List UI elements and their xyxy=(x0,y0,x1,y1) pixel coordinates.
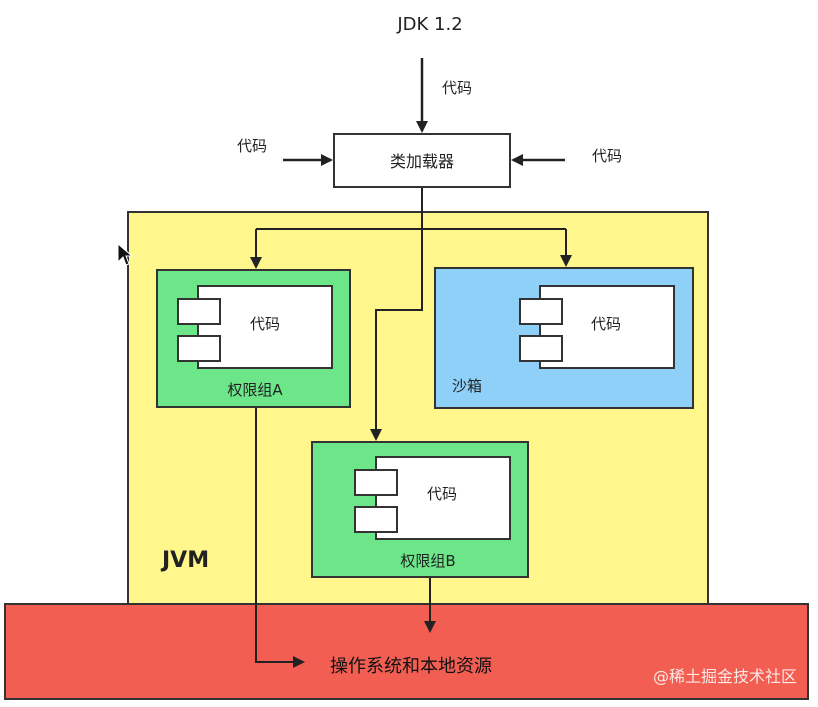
group-a-code-label: 代码 xyxy=(250,315,280,333)
group-b-code-tab-top xyxy=(354,469,398,496)
group-b-code-label: 代码 xyxy=(427,485,457,503)
sandbox-code-label: 代码 xyxy=(591,315,621,333)
watermark: @稀土掘金技术社区 xyxy=(653,667,797,686)
sandbox-code-tab-bottom xyxy=(519,335,563,362)
os-resources-area xyxy=(4,603,809,700)
arrow-to-group-b xyxy=(370,229,423,441)
right-code-label: 代码 xyxy=(592,147,622,165)
sandbox-code-tab-top xyxy=(519,298,563,325)
top-code-label: 代码 xyxy=(442,79,472,97)
group-a-label: 权限组A xyxy=(227,381,283,399)
group-b-label: 权限组B xyxy=(400,552,455,570)
group-b-code-box xyxy=(375,456,511,540)
jvm-label: JVM xyxy=(160,548,209,573)
top-label: JDK 1.2 xyxy=(396,14,462,35)
mouse-cursor-icon xyxy=(117,242,134,266)
class-loader-label: 类加载器 xyxy=(390,152,454,171)
group-a-code-tab-bottom xyxy=(177,335,221,362)
arrow-group-a-to-os xyxy=(255,408,305,668)
sandbox-label: 沙箱 xyxy=(452,377,482,395)
class-loader-box xyxy=(333,133,511,188)
group-a-code-tab-top xyxy=(177,298,221,325)
os-resources-label: 操作系统和本地资源 xyxy=(330,656,492,677)
left-code-label: 代码 xyxy=(237,137,267,155)
group-b-code-tab-bottom xyxy=(354,506,398,533)
